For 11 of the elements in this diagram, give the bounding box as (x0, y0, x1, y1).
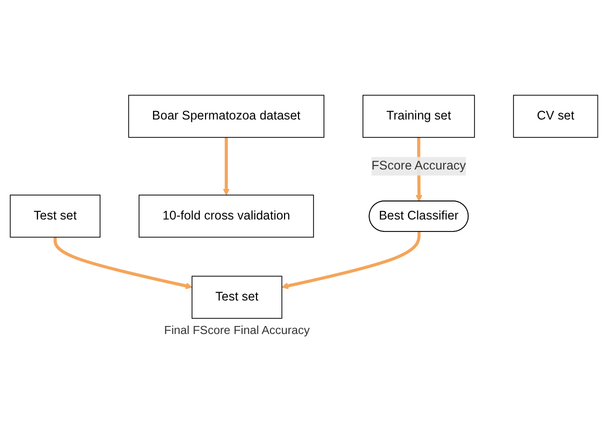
edge-label: FScore Accuracy (372, 159, 466, 172)
node-box: Boar Spermatozoa dataset (128, 94, 324, 138)
node-box: CV set (513, 94, 598, 138)
node-caption: Final FScore Final Accuracy (164, 324, 310, 337)
node-box: Training set (362, 94, 475, 138)
node-box: Test set (192, 276, 282, 319)
node-box: Test set (10, 194, 100, 238)
node-box: 10-fold cross validation (138, 194, 314, 238)
arrow (54, 237, 192, 290)
arrow (282, 232, 421, 290)
arrow (222, 137, 230, 196)
